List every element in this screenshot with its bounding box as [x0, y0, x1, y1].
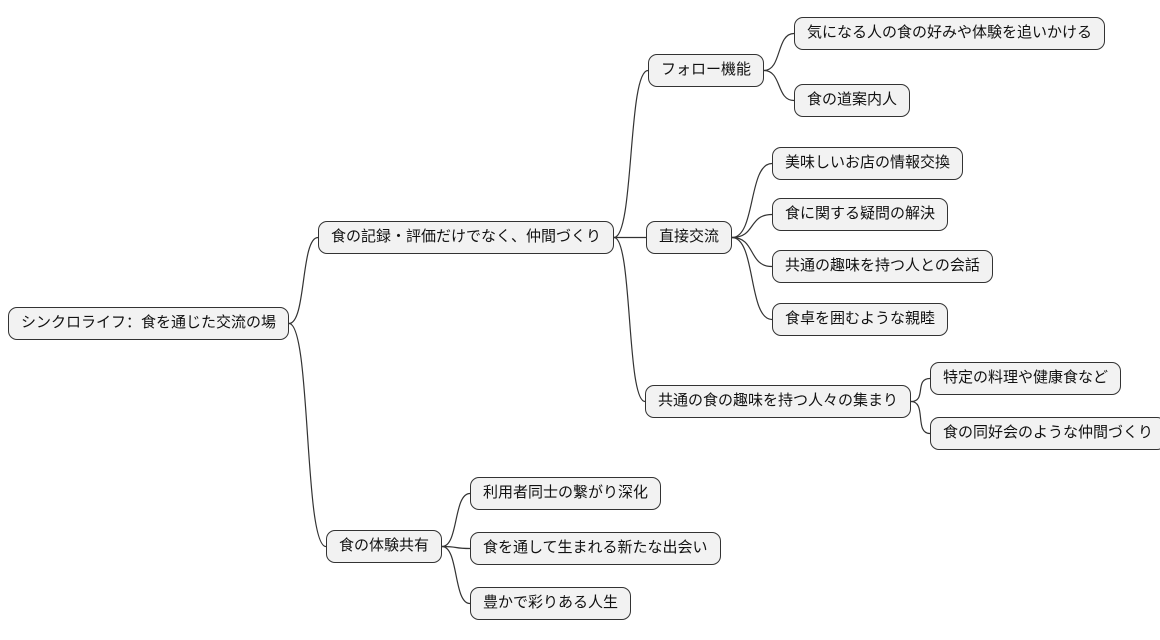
mindmap-node-n1c2[interactable]: 食の同好会のような仲間づくり	[930, 417, 1160, 450]
mindmap-node-n2a[interactable]: 利用者同士の繋がり深化	[470, 477, 662, 510]
connector-n1a-n1a2	[763, 69, 795, 102]
connector-n1b-n1b4	[731, 236, 773, 321]
connector-n1b-n1b2	[731, 213, 773, 239]
mindmap-node-n1[interactable]: 食の記録・評価だけでなく、仲間づくり	[318, 221, 615, 254]
mindmap-node-n1c1[interactable]: 特定の料理や健康食など	[930, 362, 1122, 395]
connector-n2-n2c	[441, 545, 471, 605]
mindmap-node-n1b1[interactable]: 美味しいお店の情報交換	[772, 147, 964, 180]
mindmap-node-n2b[interactable]: 食を通して生まれる新たな出会い	[470, 532, 721, 565]
mindmap-node-n1c[interactable]: 共通の食の趣味を持つ人々の集まり	[645, 385, 912, 418]
mindmap-node-n1b4[interactable]: 食卓を囲むような親睦	[772, 303, 949, 336]
mindmap-node-n1a[interactable]: フォロー機能	[648, 54, 765, 87]
connector-n1b-n1b3	[731, 236, 773, 268]
connector-n1c-n1c2	[910, 400, 931, 435]
mindmap-node-n2c[interactable]: 豊かで彩りある人生	[470, 587, 632, 620]
mindmap-node-n1b2[interactable]: 食に関する疑問の解決	[772, 198, 949, 231]
mindmap-node-n1b3[interactable]: 共通の趣味を持つ人との会話	[772, 250, 993, 283]
connector-n2-n2b	[441, 545, 471, 550]
mindmap-node-root[interactable]: シンクロライフ：食を通じた交流の場	[8, 307, 290, 340]
mindmap-node-n1a1[interactable]: 気になる人の食の好みや体験を追いかける	[794, 17, 1106, 50]
connector-n1-n1c	[613, 236, 646, 403]
mindmap-node-n2[interactable]: 食の体験共有	[326, 530, 443, 563]
connector-n2-n2a	[441, 492, 471, 548]
connector-root-n1	[288, 236, 319, 325]
mindmap-node-n1b[interactable]: 直接交流	[646, 221, 733, 254]
connector-n1b-n1b1	[731, 162, 773, 239]
connector-n1c-n1c1	[910, 377, 931, 403]
connector-root-n2	[288, 322, 327, 548]
connector-n1-n1a	[613, 69, 649, 239]
connector-n1a-n1a1	[763, 32, 795, 72]
mindmap-node-n1a2[interactable]: 食の道案内人	[794, 84, 911, 117]
